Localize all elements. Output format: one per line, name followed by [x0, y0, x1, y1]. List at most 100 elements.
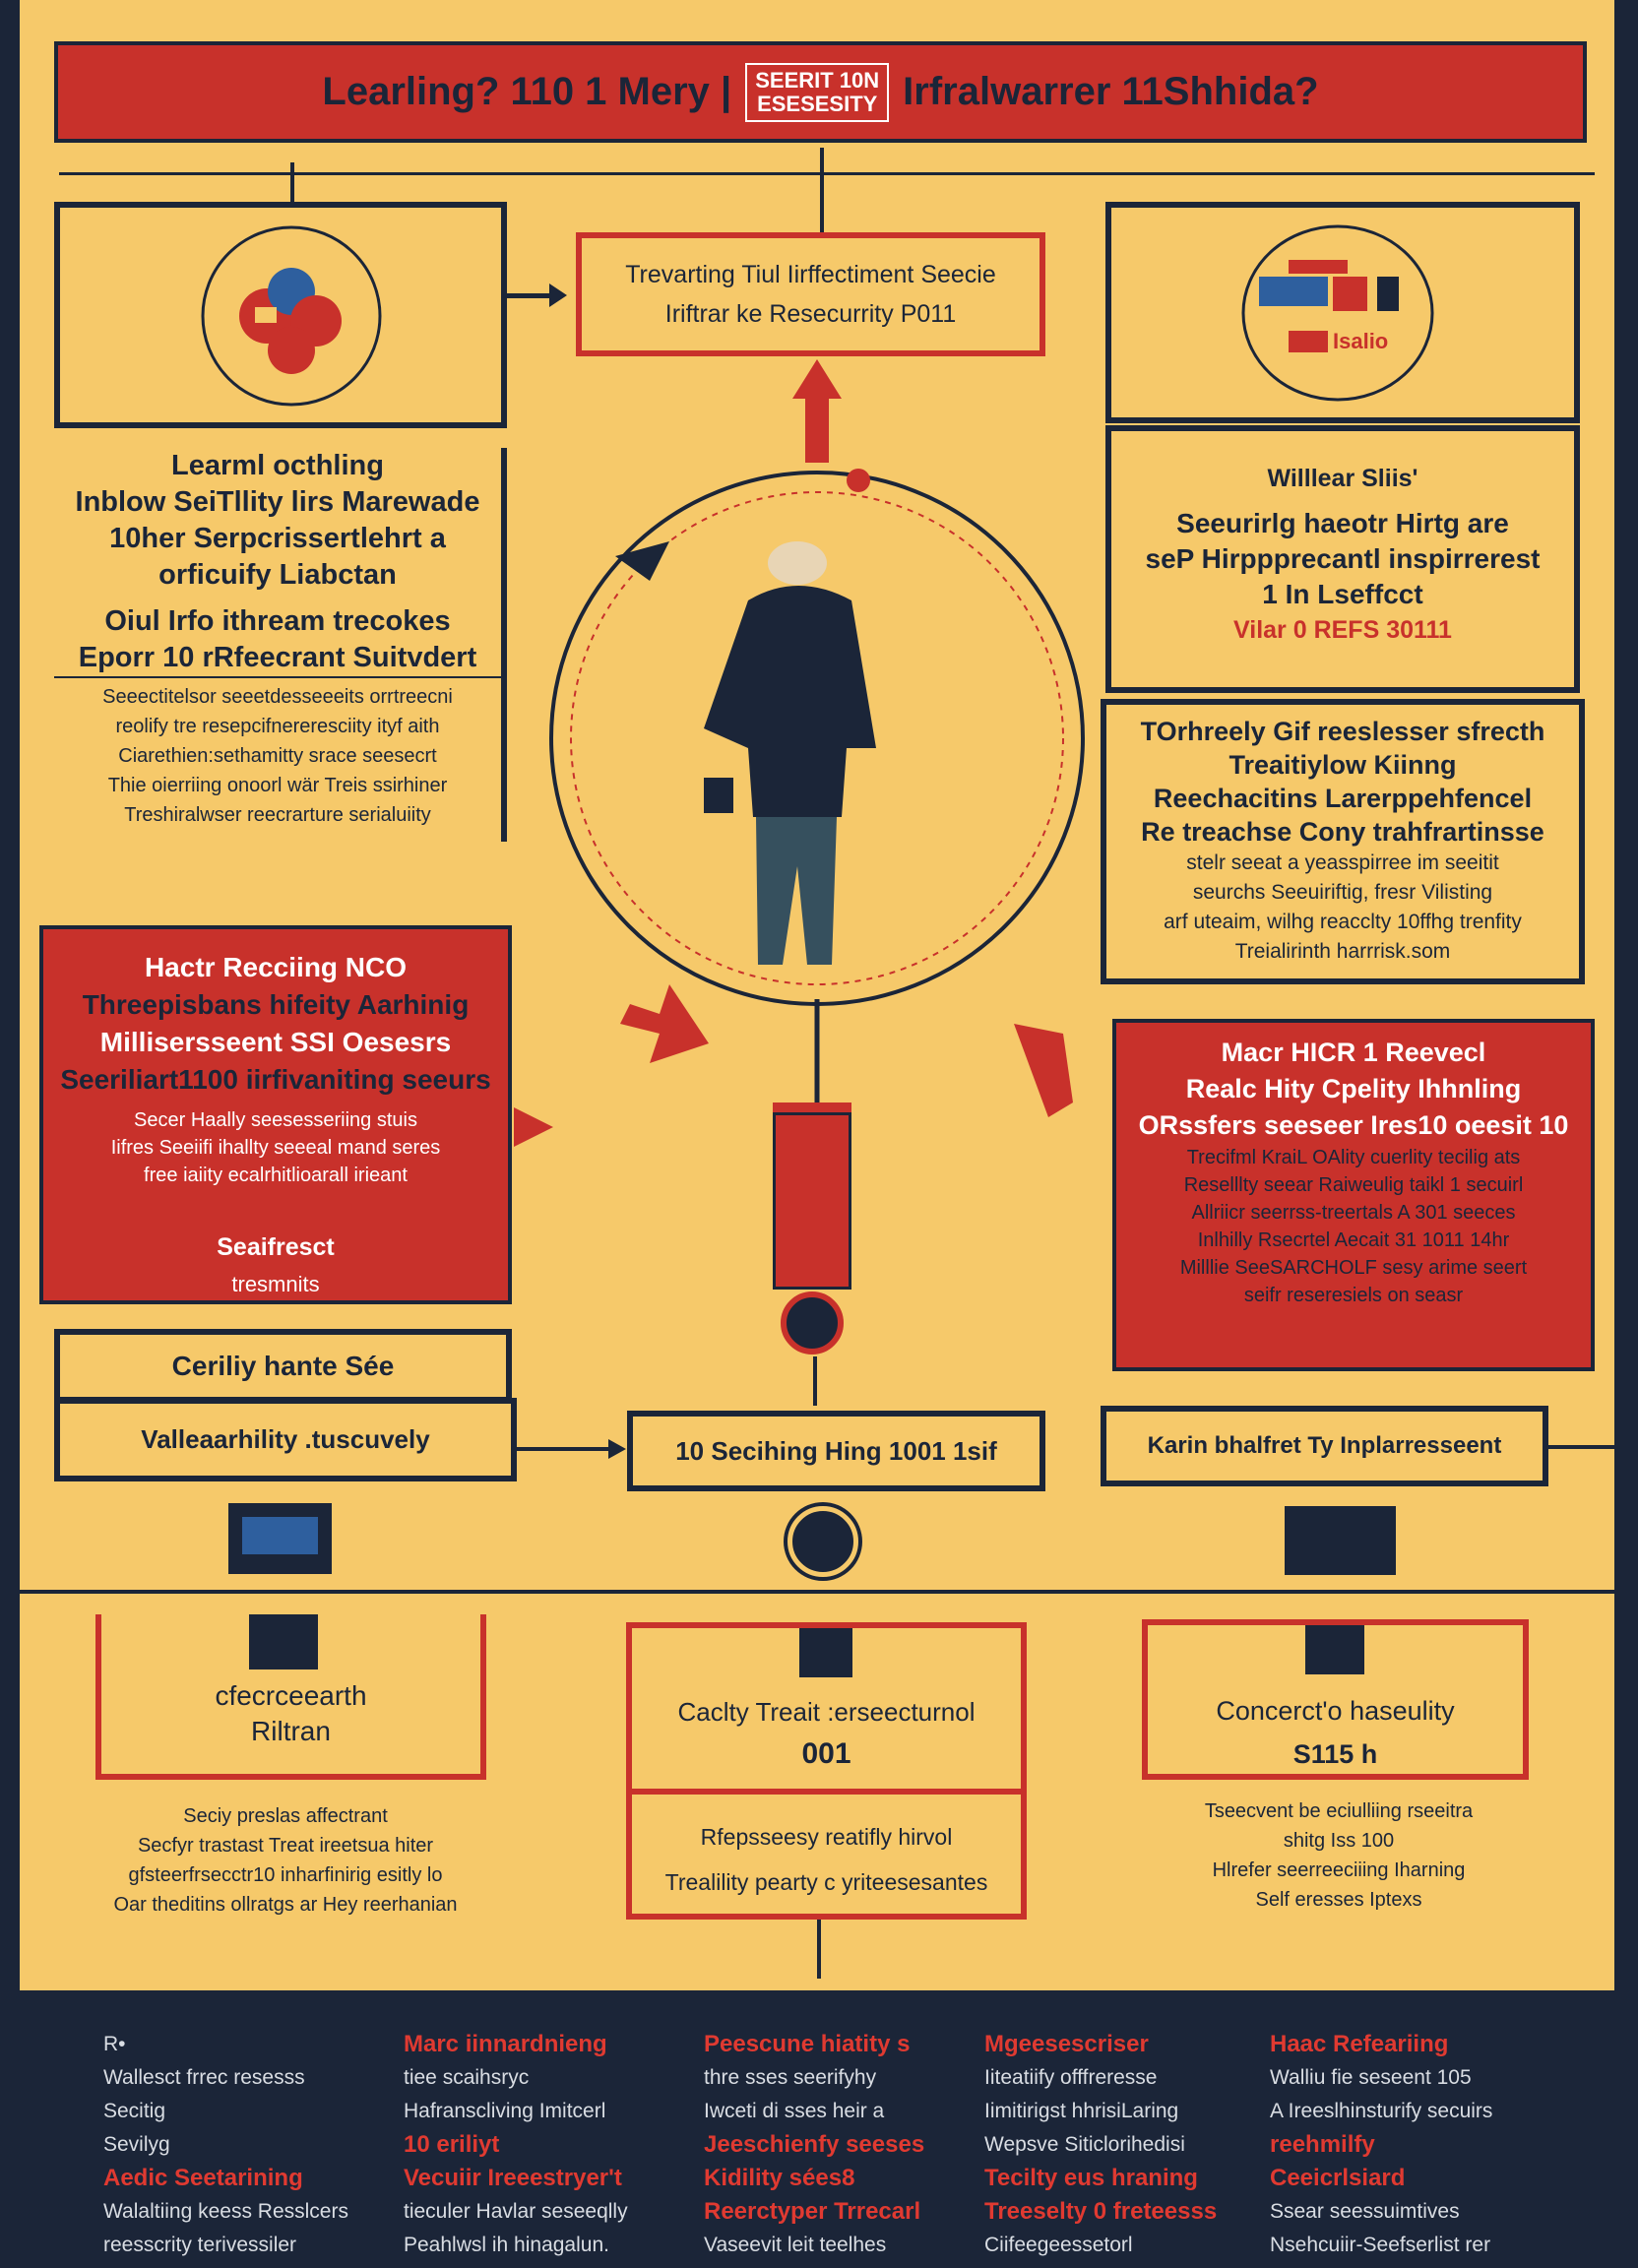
document-icon: [799, 1628, 852, 1677]
footer-item: Ciifeegeessetorl: [984, 2234, 1133, 2256]
connector: [813, 1356, 817, 1406]
left-red-footer: tresmnits: [231, 1272, 320, 1296]
footer-item: Secitig: [103, 2100, 166, 2122]
badge-line: ESESESITY: [757, 91, 878, 116]
footer-item: Hafranscliving Imitcerl: [404, 2100, 606, 2122]
connector: [517, 1447, 615, 1451]
right-info-box: Willlear Sliis' Seeurirlg haeotr Hirtg a…: [1105, 425, 1580, 693]
right-detail-line: Reechacitins Larerppehfencel: [1153, 784, 1533, 813]
center-step-box: 10 Secihing Hing 1001 1sif: [627, 1411, 1045, 1491]
left-text-line: 10her Serpcrissertlehrt a: [109, 523, 446, 554]
top-right-icon-box: Isalio: [1105, 202, 1580, 423]
footer-item: R•: [103, 2033, 126, 2055]
red-dot: [847, 469, 870, 492]
top-right-icon-label: Isalio: [1333, 329, 1389, 353]
right-red-small: Reselllty seear Raiweulig taikl 1 secuir…: [1183, 1174, 1524, 1196]
left-small-line: Ciarethien:sethamitty srace seesecrt: [118, 745, 437, 767]
right-red-small: Allriicr seerrss-treertals A 301 seeces: [1191, 1202, 1516, 1224]
footer-item: Tecilty eus hraning: [984, 2165, 1198, 2191]
footer-item: thre sses seerifyhy: [704, 2066, 877, 2089]
bottom-left-notes: Seciy preslas affectrant Secfyr trastast…: [59, 1801, 512, 1920]
right-step-box: Karin bhalfret Ty Inplarresseent: [1101, 1406, 1548, 1486]
left-text-title: Learml octhling: [171, 450, 384, 481]
left-text-line: Inblow SeiTllity lirs Marewade: [75, 486, 480, 518]
bottom-left-title: cfecrceearth: [215, 1680, 367, 1711]
footer-item: Ssear seessuimtives: [1270, 2200, 1460, 2223]
right-red-small: seifr reseresiels on seasr: [1243, 1285, 1464, 1306]
cycle-dashed-ring: [570, 491, 1064, 985]
right-red-box: Macr HICR 1 Reevecl Realc Hity Cpelity I…: [1112, 1019, 1595, 1371]
note-line: Self eresses Iptexs: [1255, 1889, 1422, 1911]
footer-item: Aedic Seetarining: [103, 2165, 303, 2191]
footer-item: Iwceti di sses heir a: [704, 2100, 885, 2122]
footer-item: Kidility sées8: [704, 2165, 855, 2191]
right-box-line: seP Hirppprecantl inspirrerest: [1145, 543, 1541, 574]
arrow-right-icon: [514, 1107, 553, 1147]
left-text-block: Learml octhling Inblow SeiTllity lirs Ma…: [54, 448, 507, 842]
arrow-right-icon: [549, 284, 567, 307]
right-box-line: 1 In Lseffcct: [1262, 579, 1423, 609]
footer-item: Iimitirigst hhrisiLaring: [984, 2100, 1179, 2122]
left-small-line: Treshiralwser reecrarture serialuiity: [124, 804, 431, 826]
top-left-icon-box: [54, 202, 507, 428]
bottom-right-notes: Tseecvent be eciulliing rseeitra shitg I…: [1112, 1796, 1565, 1915]
connector: [1548, 1445, 1614, 1449]
footer-item: Marc iinnardnieng: [404, 2031, 607, 2057]
footer-item: Ceeicrlsiard: [1270, 2165, 1406, 2191]
monitor-icon: [228, 1503, 332, 1574]
arrow-icon: [615, 541, 669, 581]
title-text-right: Irfralwarrer 11Shhida?: [903, 70, 1319, 113]
right-detail-line: seurchs Seeuiriftig, fresr Vilisting: [1192, 881, 1493, 904]
right-red-small: Trecifml KraiL OAlity cuerlity tecilig a…: [1186, 1147, 1521, 1168]
right-box-red-line: Vilar 0 REFS 30111: [1233, 616, 1452, 644]
right-red-line: Realc Hity Cpelity Ihhnling: [1185, 1074, 1522, 1103]
footer-item: Haac Refeariing: [1270, 2031, 1449, 2057]
right-box-line: Seeurirlg haeotr Hirtg are: [1176, 508, 1509, 538]
note-line: gfsteerfrsecctr10 inharfinirig esitly lo: [128, 1864, 443, 1886]
bottom-left-box: cfecrceearth Riltran: [95, 1614, 486, 1780]
footer-item: Jeeschienfy seeses: [704, 2131, 925, 2158]
badge-line: SEERIT 10N: [755, 67, 880, 93]
bottom-left-title: Riltran: [251, 1716, 331, 1746]
left-red-small: Iifres Seeiifi ihallty seeeal mand seres: [110, 1137, 441, 1159]
devices-circle-icon: [1241, 224, 1434, 402]
note-line: Oar theditins ollratgs ar Hey reerhanian: [113, 1894, 458, 1916]
right-detail-line: stelr seeat a yeasspirree im seeitit: [1186, 851, 1499, 874]
connector: [290, 162, 294, 202]
footer-item: Peahlwsl ih hinagalun.: [404, 2234, 609, 2256]
left-red-footer: Seaifresct: [217, 1233, 335, 1261]
footer-item: Nsehcuiir-Seefserlist rer: [1270, 2234, 1491, 2256]
bottom-right-title: Concerct'o haseulity: [1216, 1696, 1455, 1726]
left-text-line: Eporr 10 rRfeecrant Suitvdert: [54, 640, 501, 678]
left-red-small: Secer Haally seesesseriing stuis: [134, 1109, 417, 1131]
divider: [20, 1590, 1614, 1594]
server-icon: [1285, 1506, 1396, 1575]
left-text-line: orficuify Liabctan: [158, 559, 397, 591]
bottom-center-title: Caclty Treait :erseecturnol: [677, 1697, 976, 1727]
right-detail-line: Treaitiylow Kiinng: [1228, 750, 1457, 780]
bottom-right-box: Concerct'o haseulity S115 h: [1142, 1619, 1529, 1780]
right-red-small: Inlhilly Rsecrtel Aecait 31 1011 14hr: [1197, 1229, 1510, 1251]
note-line: Tseecvent be eciulliing rseeitra: [1204, 1800, 1474, 1822]
connector: [817, 1920, 821, 1979]
laptop-icon: [249, 1614, 318, 1670]
cycle-diagram: [549, 359, 1085, 1142]
arrow-right-icon: [608, 1439, 626, 1459]
bottom-center-line: Rfepsseesy reatifly hirvol: [700, 1824, 953, 1850]
tablet-badge-icon: [788, 1506, 858, 1577]
footer-item: 10 eriliyt: [404, 2131, 500, 2158]
footer-item: reesscrity terivessiler: [103, 2234, 297, 2256]
lock-badge-icon: [781, 1292, 844, 1354]
security-device-body: [773, 1112, 851, 1290]
red-arrow-icon: [620, 984, 709, 1063]
left-red-line: Millisersseent SSI Oesesrs: [99, 1027, 452, 1057]
connector: [59, 172, 1595, 175]
footer-item: Walliu fie seseent 105: [1270, 2066, 1472, 2089]
footer-item: Mgeesescriser: [984, 2031, 1149, 2057]
up-arrow-icon: [792, 359, 842, 463]
footer-item: Wallesct frrec resesss: [103, 2066, 305, 2089]
note-line: Hlrefer seerreeciiing Iharning: [1212, 1859, 1466, 1881]
